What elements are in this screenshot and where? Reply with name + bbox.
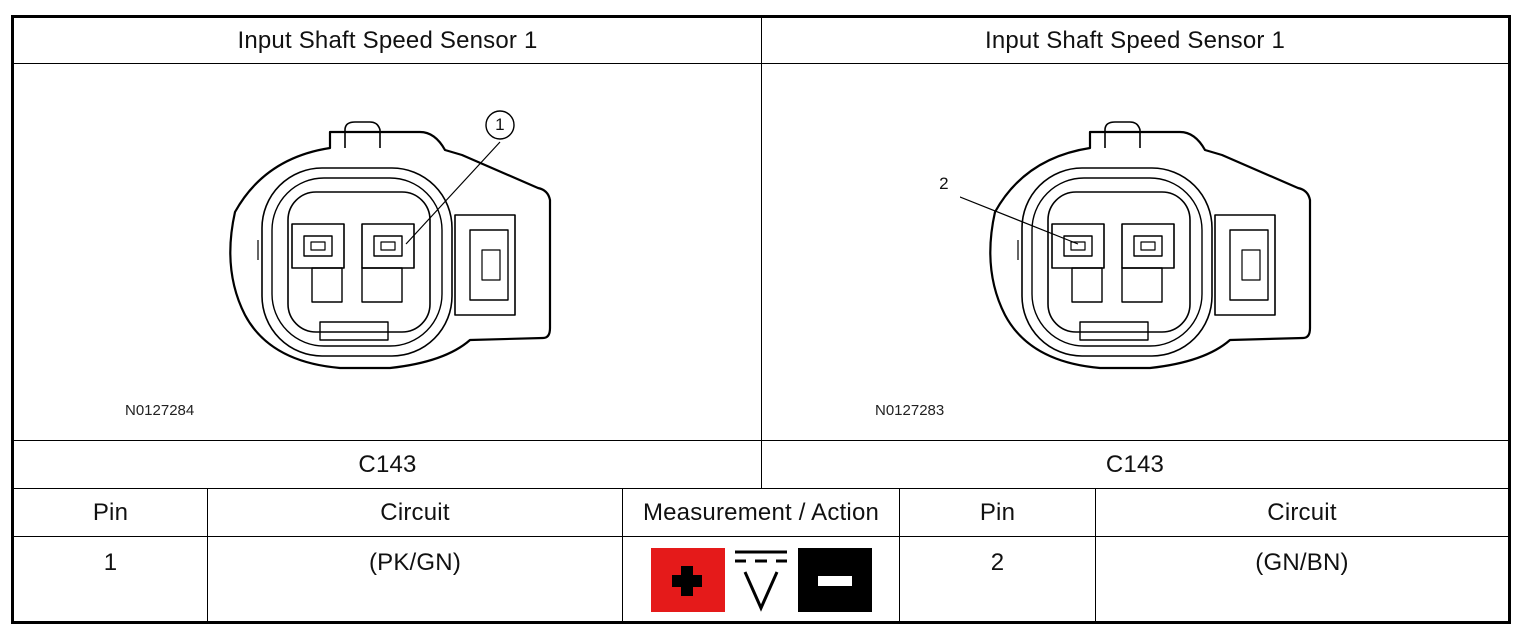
- left-figure-code: N0127284: [125, 402, 195, 419]
- pin-header-left: Pin: [92, 498, 129, 526]
- left-connector-illustration: [229, 110, 552, 370]
- divider: [11, 536, 1511, 537]
- pin-value-right: 2: [990, 549, 1005, 576]
- divider: [1095, 488, 1096, 624]
- left-connector-id: C143: [358, 450, 417, 478]
- dc-voltage-icon: [733, 548, 789, 612]
- positive-probe-icon: [651, 548, 725, 612]
- right-connector-id: C143: [1105, 450, 1165, 478]
- left-component-title: Input Shaft Speed Sensor 1: [237, 26, 538, 54]
- measurement-header: Measurement / Action: [642, 498, 880, 526]
- divider: [207, 488, 208, 624]
- circuit-value-right: (GN/BN): [1255, 549, 1349, 576]
- pin-header-right: Pin: [979, 498, 1016, 526]
- right-figure-code: N0127283: [875, 402, 945, 419]
- right-connector-illustration: [960, 121, 1312, 370]
- divider: [761, 15, 762, 488]
- right-pin-callout: 2: [939, 174, 949, 193]
- pin-value-left: 1: [103, 549, 118, 576]
- divider: [622, 488, 623, 624]
- negative-probe-icon: [798, 548, 872, 612]
- left-pin-callout: 1: [495, 115, 505, 134]
- divider: [11, 488, 1511, 489]
- circuit-value-left: (PK/GN): [368, 549, 462, 576]
- circuit-header-right: Circuit: [1267, 498, 1337, 526]
- right-component-title: Input Shaft Speed Sensor 1: [984, 26, 1286, 54]
- divider: [899, 488, 900, 624]
- circuit-header-left: Circuit: [380, 498, 450, 526]
